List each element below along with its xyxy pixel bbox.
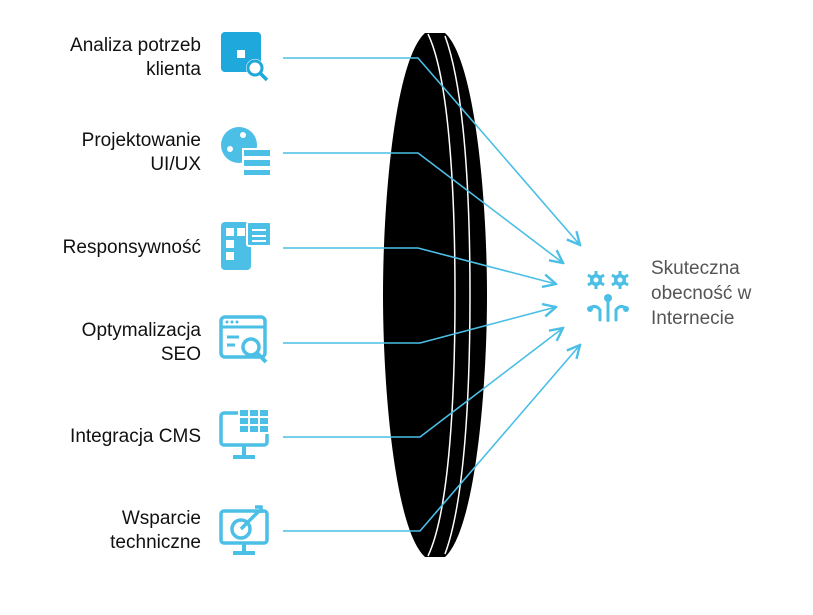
connector-arrow (283, 152, 563, 263)
connector-arrow (283, 328, 563, 438)
input-label: Analiza potrzeb klienta (1, 34, 201, 82)
connector-arrow (283, 57, 580, 245)
output-line: Internecie (651, 308, 735, 329)
connector-arrow (283, 345, 580, 532)
label-line: Optymalizacja (81, 320, 201, 341)
output-line: Skuteczna (651, 258, 740, 279)
label-line: Projektowanie (81, 130, 201, 151)
label-line: Analiza potrzeb (70, 35, 201, 56)
connector-arrow (283, 247, 556, 284)
monitor-target-icon (217, 501, 273, 557)
input-label: Responsywność (1, 236, 201, 260)
label-line: Wsparcie (121, 508, 201, 529)
label-line: SEO (160, 344, 201, 365)
lens (383, 33, 487, 557)
input-label: Integracja CMS (1, 425, 201, 449)
connector-arrow (283, 307, 556, 344)
label-line: Responsywność (62, 237, 201, 258)
label-line: techniczne (110, 532, 201, 553)
input-label: Wsparcie techniczne (1, 507, 201, 555)
responsive-devices-icon (217, 218, 273, 274)
label-line: klienta (146, 59, 201, 80)
label-line: UI/UX (150, 154, 201, 175)
monitor-grid-icon (217, 407, 273, 463)
output-line: obecność w (651, 283, 752, 304)
output-label: Skuteczna obecność w Internecie (651, 256, 801, 331)
palette-layout-icon (217, 123, 273, 179)
puzzle-search-icon (217, 28, 273, 84)
label-line: Integracja CMS (70, 426, 201, 447)
browser-search-icon (217, 313, 273, 369)
gears-network-icon (582, 268, 634, 328)
